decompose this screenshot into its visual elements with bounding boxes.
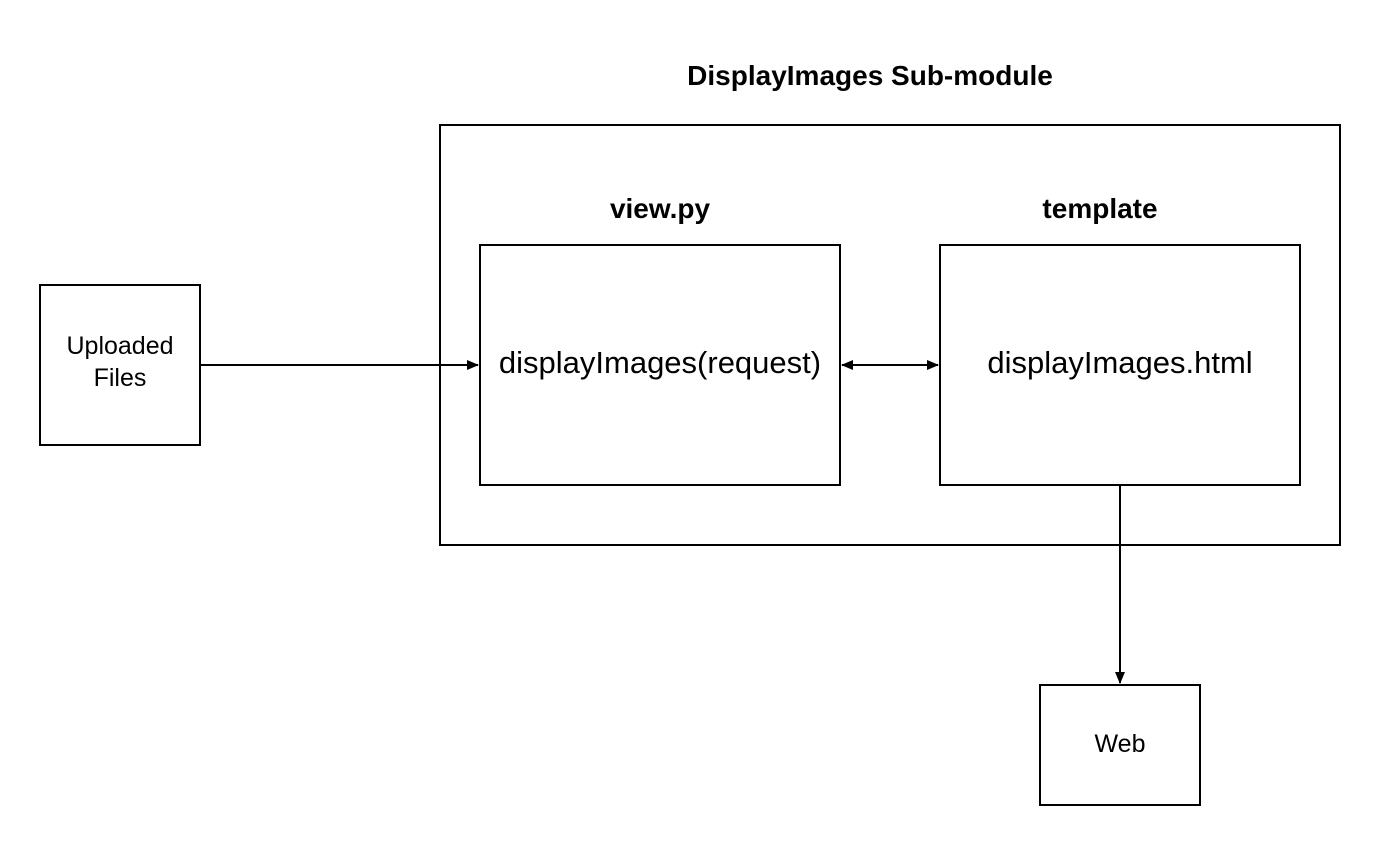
uploaded-files-node: Uploaded Files (39, 284, 201, 446)
web-node: Web (1039, 684, 1201, 806)
uploaded-files-label-line2: Files (93, 364, 147, 392)
view-function-label: displayImages(request) (498, 345, 822, 380)
template-heading: template (1042, 193, 1158, 224)
web-label: Web (1094, 730, 1146, 758)
template-file-label: displayImages.html (987, 345, 1253, 380)
uploaded-files-label-line1: Uploaded (66, 332, 174, 360)
module-title: DisplayImages Sub-module (687, 60, 1053, 91)
view-heading: view.py (609, 193, 711, 224)
view-function-node: displayImages(request) (479, 244, 841, 486)
template-file-node: displayImages.html (939, 244, 1301, 486)
uploaded-files-label: Uploaded Files (41, 330, 199, 394)
